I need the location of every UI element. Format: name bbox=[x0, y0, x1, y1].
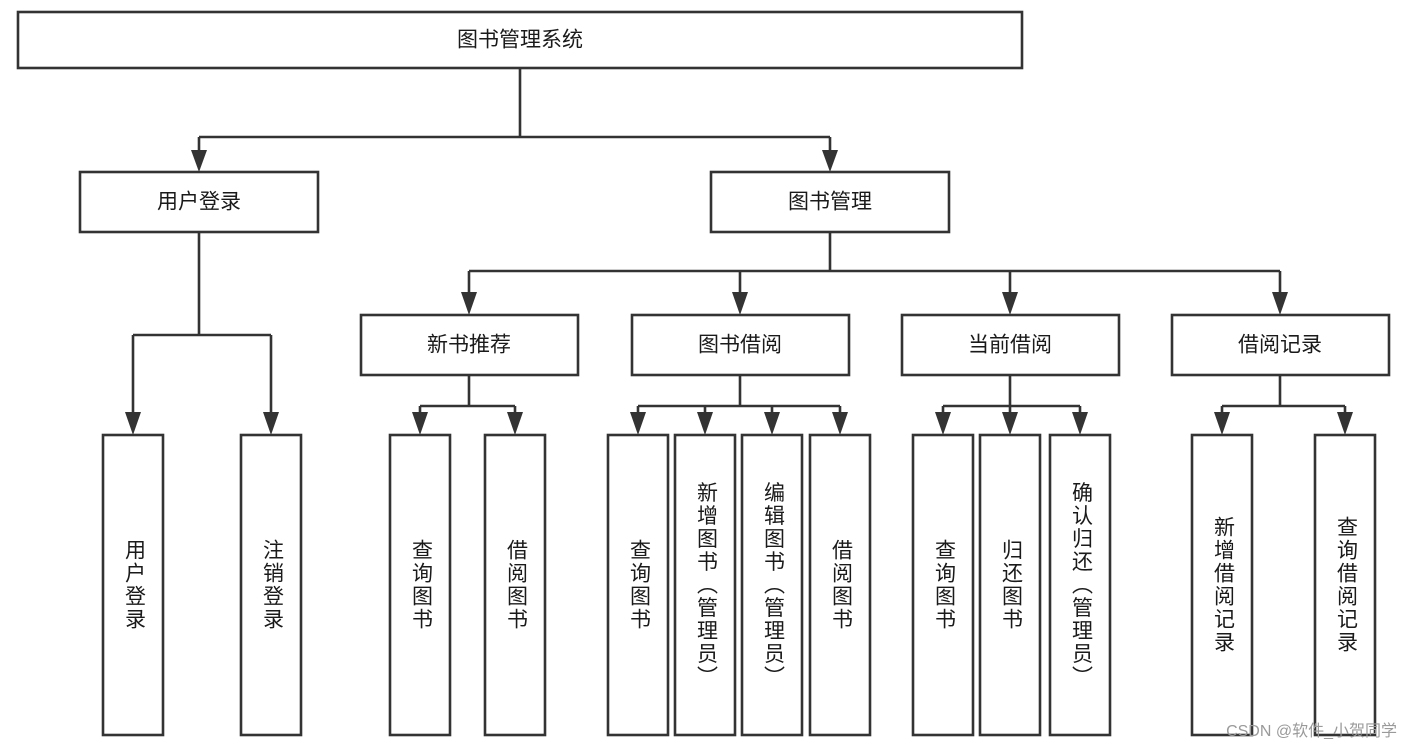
arrow-book-mgmt-to-record bbox=[1272, 292, 1288, 315]
edge-borrow-to-bus bbox=[636, 375, 842, 422]
arrow-book-mgmt-to-borrow bbox=[732, 292, 748, 315]
leaf-borrow-edit-book-label: 编辑图书（管理员） bbox=[761, 482, 785, 689]
leaf-new-book-query-box bbox=[388, 433, 452, 737]
node-new-book-recommend-label: 新书推荐 bbox=[427, 334, 511, 357]
arrow-record-leaf-2 bbox=[1337, 412, 1353, 435]
leaf-new-book-borrow-label: 借阅图书 bbox=[504, 539, 528, 631]
leaf-current-query-label: 查询图书 bbox=[932, 539, 956, 631]
arrow-current-leaf-3 bbox=[1072, 412, 1088, 435]
node-user-login[interactable]: 用户登录 bbox=[78, 170, 320, 234]
arrow-book-mgmt-to-current bbox=[1002, 292, 1018, 315]
leaf-record-add-label: 新增借阅记录 bbox=[1211, 516, 1235, 654]
leaf-record-query[interactable]: 查询借阅记录 bbox=[1313, 433, 1377, 737]
node-user-login-label: 用户登录 bbox=[157, 191, 241, 214]
node-book-management[interactable]: 图书管理 bbox=[709, 170, 951, 234]
node-root-box bbox=[16, 10, 1024, 70]
node-borrow-record[interactable]: 借阅记录 bbox=[1170, 313, 1391, 377]
arrow-borrow-leaf-2 bbox=[697, 412, 713, 435]
leaf-borrow-query[interactable]: 查询图书 bbox=[606, 433, 670, 737]
leaf-current-confirm-return-label: 确认归还（管理员） bbox=[1069, 482, 1093, 689]
arrow-current-leaf-2 bbox=[1002, 412, 1018, 435]
leaf-new-book-borrow[interactable]: 借阅图书 bbox=[483, 433, 547, 737]
node-book-management-box bbox=[709, 170, 951, 234]
leaf-user-login-signin[interactable]: 用户登录 bbox=[101, 433, 165, 737]
leaf-borrow-query-label: 查询图书 bbox=[627, 539, 651, 631]
leaf-borrow-borrow-book-label: 借阅图书 bbox=[829, 539, 853, 631]
leaf-borrow-add-book-box bbox=[673, 433, 737, 737]
edge-new-book-to-bus bbox=[418, 375, 517, 422]
leaf-borrow-borrow-book-box bbox=[808, 433, 872, 737]
csdn-watermark: CSDN @软件_小贺同学 bbox=[1226, 723, 1397, 740]
edge-book-mgmt-to-bus bbox=[467, 232, 1282, 302]
arrow-borrow-leaf-4 bbox=[832, 412, 848, 435]
arrow-root-to-user-login bbox=[191, 150, 207, 172]
leaf-new-book-query-label: 查询图书 bbox=[409, 539, 433, 631]
leaf-current-return-box bbox=[978, 433, 1042, 737]
leaf-borrow-borrow-book[interactable]: 借阅图书 bbox=[808, 433, 872, 737]
arrow-book-mgmt-to-new-book bbox=[461, 292, 477, 315]
arrow-user-login-leaf-2 bbox=[263, 412, 279, 435]
arrow-new-book-leaf-1 bbox=[412, 412, 428, 435]
leaf-record-add-box bbox=[1190, 433, 1254, 737]
leaf-new-book-borrow-box bbox=[483, 433, 547, 737]
arrow-new-book-leaf-2 bbox=[507, 412, 523, 435]
node-new-book-recommend[interactable]: 新书推荐 bbox=[359, 313, 580, 377]
leaf-current-query-box bbox=[911, 433, 975, 737]
arrow-user-login-leaf-1 bbox=[125, 412, 141, 435]
leaf-borrow-add-book[interactable]: 新增图书（管理员） bbox=[673, 433, 737, 737]
leaf-current-confirm-return[interactable]: 确认归还（管理员） bbox=[1048, 433, 1112, 737]
connector-layer bbox=[125, 68, 1353, 435]
edge-record-to-bus bbox=[1220, 375, 1347, 422]
node-borrow-record-box bbox=[1170, 313, 1391, 377]
leaf-user-login-signout[interactable]: 注销登录 bbox=[239, 433, 303, 737]
leaf-user-login-signout-box bbox=[239, 433, 303, 737]
node-current-borrow-box bbox=[900, 313, 1121, 377]
node-current-borrow-label: 当前借阅 bbox=[968, 334, 1052, 357]
arrow-root-to-book-mgmt bbox=[822, 150, 838, 172]
leaf-borrow-add-book-label: 新增图书（管理员） bbox=[694, 482, 718, 689]
node-borrow-record-label: 借阅记录 bbox=[1238, 334, 1322, 357]
leaf-record-add[interactable]: 新增借阅记录 bbox=[1190, 433, 1254, 737]
edge-user-login-to-bus bbox=[131, 232, 273, 422]
node-book-borrow-box bbox=[630, 313, 851, 377]
leaf-record-query-box bbox=[1313, 433, 1377, 737]
leaf-current-query[interactable]: 查询图书 bbox=[911, 433, 975, 737]
node-root[interactable]: 图书管理系统 bbox=[16, 10, 1024, 70]
leaf-borrow-edit-book-box bbox=[740, 433, 804, 737]
leaf-record-query-label: 查询借阅记录 bbox=[1334, 516, 1358, 654]
leaf-new-book-query[interactable]: 查询图书 bbox=[388, 433, 452, 737]
node-new-book-recommend-box bbox=[359, 313, 580, 377]
arrow-record-leaf-1 bbox=[1214, 412, 1230, 435]
node-current-borrow[interactable]: 当前借阅 bbox=[900, 313, 1121, 377]
node-book-borrow-label: 图书借阅 bbox=[698, 334, 782, 357]
node-user-login-box bbox=[78, 170, 320, 234]
leaf-current-confirm-return-box bbox=[1048, 433, 1112, 737]
node-root-label: 图书管理系统 bbox=[457, 29, 583, 52]
leaf-user-login-signin-label: 用户登录 bbox=[122, 539, 146, 631]
leaf-current-return-label: 归还图书 bbox=[999, 539, 1023, 631]
node-book-management-label: 图书管理 bbox=[788, 191, 872, 214]
arrow-borrow-leaf-3 bbox=[764, 412, 780, 435]
leaf-user-login-signout-label: 注销登录 bbox=[260, 539, 284, 631]
edge-root-to-bus bbox=[197, 68, 832, 160]
node-book-borrow[interactable]: 图书借阅 bbox=[630, 313, 851, 377]
arrow-borrow-leaf-1 bbox=[630, 412, 646, 435]
leaf-current-return[interactable]: 归还图书 bbox=[978, 433, 1042, 737]
leaf-user-login-signin-box bbox=[101, 433, 165, 737]
leaf-borrow-edit-book[interactable]: 编辑图书（管理员） bbox=[740, 433, 804, 737]
leaf-borrow-query-box bbox=[606, 433, 670, 737]
arrow-current-leaf-1 bbox=[935, 412, 951, 435]
